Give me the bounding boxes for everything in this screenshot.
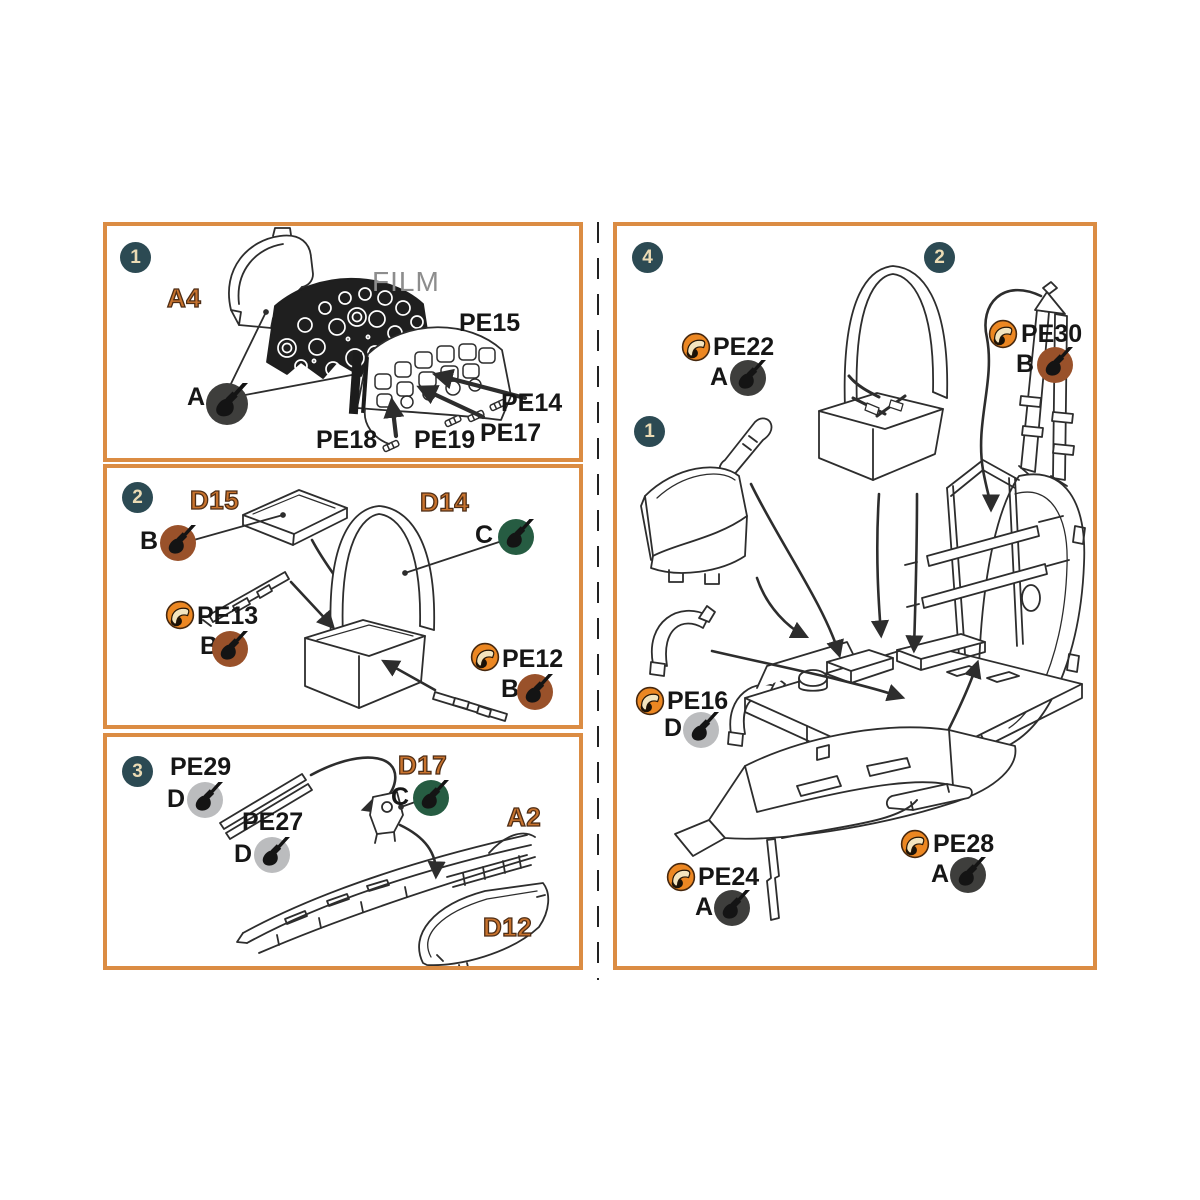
paint-letter-d: D — [234, 840, 253, 868]
strip-part-drawing — [766, 838, 780, 921]
paint-dot-b — [1037, 347, 1073, 383]
paintbrush-icon — [187, 782, 223, 818]
paintbrush-icon — [517, 674, 553, 710]
seatbelt-part-drawing-2 — [432, 691, 508, 722]
pe28-label: PE28 — [933, 830, 995, 858]
film-label: FILM — [372, 266, 440, 297]
paintbrush-icon — [212, 631, 248, 667]
paintbrush-icon — [683, 712, 719, 748]
pe17-label: PE17 — [480, 419, 542, 447]
pe18-label: PE18 — [316, 426, 378, 454]
pe22-label: PE22 — [713, 333, 775, 361]
paint-dot-b — [160, 525, 196, 561]
paint-dot-b — [517, 674, 553, 710]
bend-photoetch-icon — [666, 862, 696, 892]
pe12-label: PE12 — [502, 645, 564, 673]
paintbrush-icon — [714, 890, 750, 926]
harness-straps-drawing — [1018, 281, 1075, 487]
paint-dot-a — [206, 383, 248, 425]
pe24-label: PE24 — [698, 863, 760, 891]
part-label-d15: D15 — [189, 485, 240, 515]
paint-letter-a: A — [931, 860, 950, 888]
step-1-panel: 1 A4 FILM PE15 A PE14 PE18 PE19 PE17 — [103, 222, 583, 462]
fuselage-side-drawing — [674, 726, 1017, 857]
pe14-label: PE14 — [501, 389, 563, 417]
paint-letter-b: B — [140, 527, 159, 555]
part-label-d17: D17 — [397, 750, 448, 780]
paintbrush-icon — [498, 519, 534, 555]
part-label-a2: A2 — [506, 802, 542, 832]
dashed-divider-line — [597, 222, 599, 980]
pe15-label: PE15 — [459, 309, 521, 337]
arc-part-drawing — [649, 605, 716, 677]
step-2-drawing — [182, 489, 508, 722]
pe19-label: PE19 — [414, 426, 476, 454]
substep-1-number-badge: 1 — [634, 416, 665, 447]
pe27-label: PE27 — [242, 808, 304, 836]
d12-panel-drawing — [418, 882, 550, 966]
pe13-label: PE13 — [197, 602, 259, 630]
paint-letter-a: A — [695, 893, 714, 921]
paint-letter-a: A — [710, 363, 729, 391]
step-2-panel: 2 D15 D14 B C PE13 B PE12 B — [103, 464, 583, 729]
paintbrush-icon — [730, 360, 766, 396]
paint-dot-d — [254, 837, 290, 873]
paint-dot-c — [413, 780, 449, 816]
paint-dot-a — [950, 857, 986, 893]
paint-letter-d: D — [664, 714, 683, 742]
pe29-label: PE29 — [170, 753, 232, 781]
part-label-a4: A4 — [166, 283, 202, 313]
paintbrush-icon — [206, 383, 248, 425]
step-2-number-badge: 2 — [122, 482, 153, 513]
paint-dot-a — [730, 360, 766, 396]
seat-cushion-drawing — [242, 489, 348, 546]
part-label-d12: D12 — [482, 912, 533, 942]
paintbrush-icon — [254, 837, 290, 873]
bend-photoetch-icon — [165, 600, 195, 630]
bend-photoetch-icon — [470, 642, 500, 672]
paintbrush-icon — [413, 780, 449, 816]
step-3-drawing — [219, 756, 550, 966]
cockpit-sill-drawing — [236, 832, 536, 954]
step-4-panel: 4 2 1 PE22 A PE30 B PE16 D PE24 A — [613, 222, 1097, 970]
paint-letter-c: C — [475, 521, 494, 549]
bend-photoetch-icon — [635, 686, 665, 716]
side-console-drawing — [640, 466, 748, 585]
paint-letter-b: B — [1016, 350, 1035, 378]
paintbrush-icon — [160, 525, 196, 561]
step-3-panel: 3 PE29 D PE27 D D17 C A2 D12 — [103, 733, 583, 970]
step-3-number-badge: 3 — [122, 756, 153, 787]
paint-dot-d — [187, 782, 223, 818]
paintbrush-icon — [1037, 347, 1073, 383]
paint-letter-d: D — [167, 785, 186, 813]
pe16-label: PE16 — [667, 687, 729, 715]
pe30-label: PE30 — [1021, 320, 1083, 348]
seat-with-belts-drawing — [818, 265, 949, 481]
paint-letter-b: B — [501, 675, 520, 703]
bracket-part-drawing — [369, 791, 404, 844]
paint-dot-d — [683, 712, 719, 748]
step-1-drawing — [224, 227, 528, 453]
rod-parts-drawing — [219, 773, 313, 840]
paintbrush-icon — [950, 857, 986, 893]
bend-photoetch-icon — [988, 319, 1018, 349]
bend-photoetch-icon — [681, 332, 711, 362]
step-4-number-badge: 4 — [632, 242, 663, 273]
part-label-d14: D14 — [419, 487, 470, 517]
bend-photoetch-icon — [900, 829, 930, 859]
seatbelt-part-drawing — [202, 571, 290, 627]
step-1-number-badge: 1 — [120, 242, 151, 273]
step-4-drawing — [640, 265, 1086, 921]
paint-dot-a — [714, 890, 750, 926]
paint-letter-c: C — [391, 783, 410, 811]
paint-letter-a: A — [187, 383, 206, 411]
substep-2-number-badge: 2 — [924, 242, 955, 273]
paint-dot-b — [212, 631, 248, 667]
paint-dot-c — [498, 519, 534, 555]
